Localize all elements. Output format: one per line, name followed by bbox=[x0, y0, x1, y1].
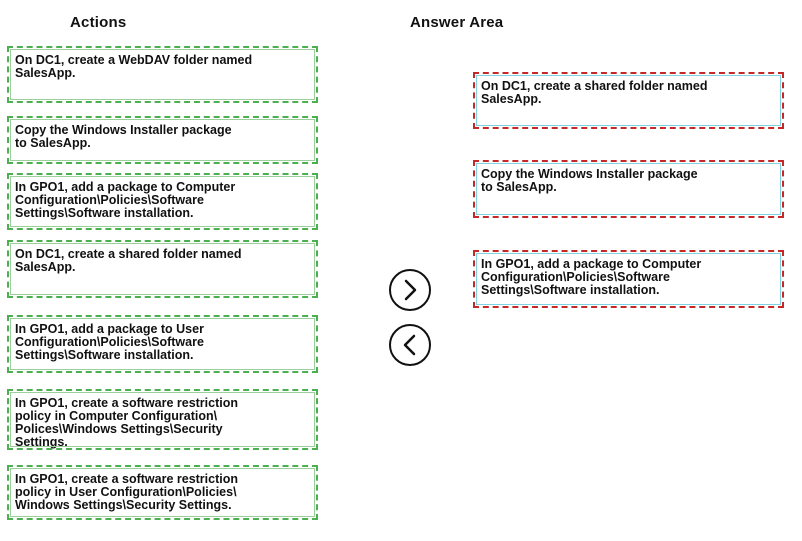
chevron-right-icon bbox=[404, 279, 417, 301]
action-item-copy-installer[interactable]: Copy the Windows Installer package to Sa… bbox=[7, 116, 318, 164]
action-item-package-computer-config[interactable]: In GPO1, add a package to Computer Confi… bbox=[7, 173, 318, 230]
move-left-button[interactable] bbox=[389, 324, 431, 366]
action-item-shared-folder[interactable]: On DC1, create a shared folder named Sal… bbox=[7, 240, 318, 298]
actions-heading: Actions bbox=[70, 14, 127, 31]
answer-item-shared-folder[interactable]: On DC1, create a shared folder named Sal… bbox=[473, 72, 784, 129]
answer-area-heading: Answer Area bbox=[410, 14, 504, 31]
action-item-package-user-config[interactable]: In GPO1, add a package to User Configura… bbox=[7, 315, 318, 373]
action-item-restriction-computer-config[interactable]: In GPO1, create a software restriction p… bbox=[7, 389, 318, 450]
move-right-button[interactable] bbox=[389, 269, 431, 311]
action-item-webdav-folder[interactable]: On DC1, create a WebDAV folder named Sal… bbox=[7, 46, 318, 103]
chevron-left-icon bbox=[403, 334, 416, 356]
action-item-restriction-user-config[interactable]: In GPO1, create a software restriction p… bbox=[7, 465, 318, 520]
answer-item-copy-installer[interactable]: Copy the Windows Installer package to Sa… bbox=[473, 160, 784, 218]
answer-item-package-computer-config[interactable]: In GPO1, add a package to Computer Confi… bbox=[473, 250, 784, 308]
